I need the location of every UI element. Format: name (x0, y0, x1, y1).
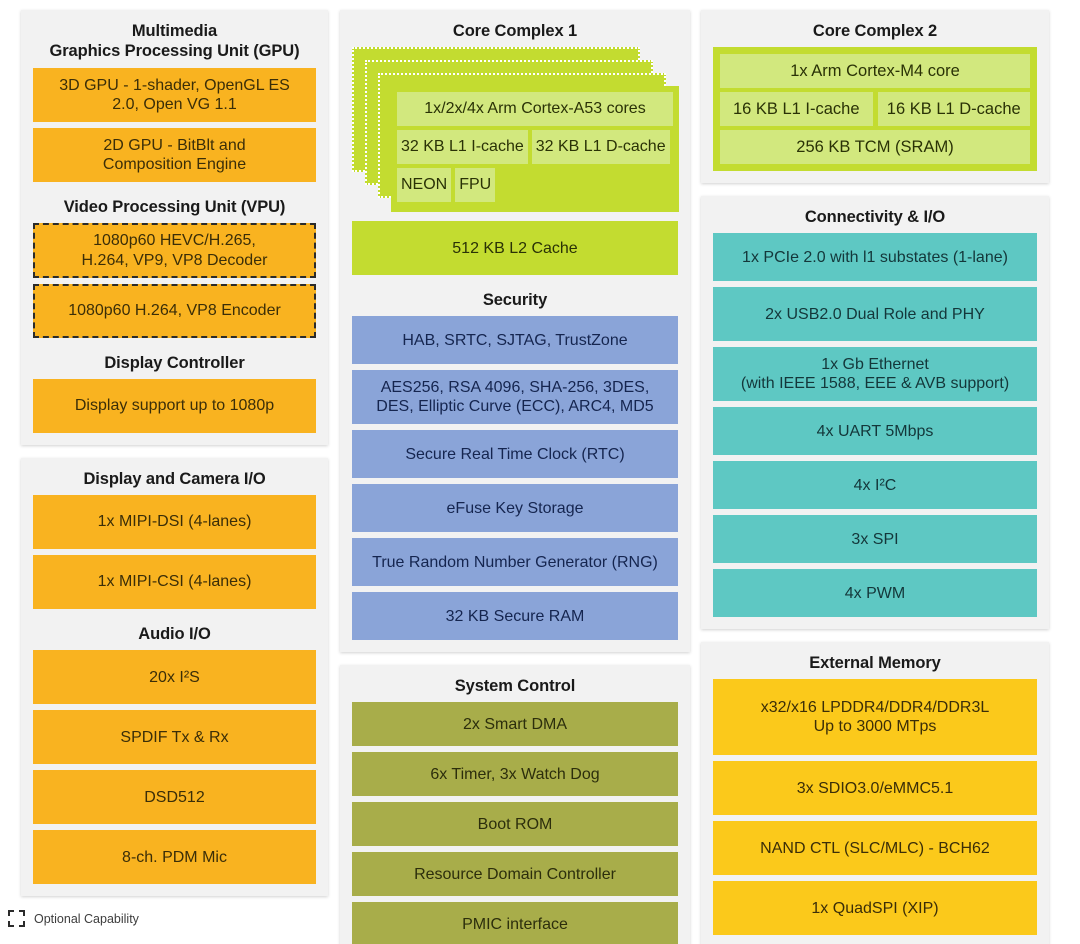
block-quadspi[interactable]: 1x QuadSPI (XIP) (713, 881, 1037, 936)
cell-fpu: FPU (455, 168, 496, 203)
legend: Optional Capability (8, 910, 139, 927)
block-i2s[interactable]: 20x I²S (33, 650, 316, 705)
panel-system-control: System Control 2x Smart DMA 6x Timer, 3x… (340, 665, 690, 944)
panel-title-connectivity-io: Connectivity & I/O (804, 208, 946, 227)
block-mipi-dsi[interactable]: 1x MIPI-DSI (4-lanes) (33, 495, 316, 549)
block-video-decoder[interactable]: 1080p60 HEVC/H.265, H.264, VP9, VP8 Deco… (33, 223, 316, 278)
subsection-title-display-controller: Display Controller (104, 353, 245, 372)
block-secure-ram[interactable]: 32 KB Secure RAM (352, 592, 678, 641)
core-complex-1-card-stack: 1x/2x/4x Arm Cortex-A53 cores 32 KB L1 I… (352, 47, 679, 213)
panel-display-camera-io: Display and Camera I/O 1x MIPI-DSI (4-la… (21, 457, 328, 897)
block-3d-gpu[interactable]: 3D GPU - 1-shader, OpenGL ES 2.0, Open V… (33, 68, 316, 123)
panel-core-complex-2: Core Complex 2 1x Arm Cortex-M4 core 16 … (701, 10, 1049, 184)
block-boot-rom[interactable]: Boot ROM (352, 802, 678, 847)
block-uart[interactable]: 4x UART 5Mbps (713, 407, 1037, 456)
block-spdif[interactable]: SPDIF Tx & Rx (33, 710, 316, 765)
panel-multimedia: Multimedia Graphics Processing Unit (GPU… (21, 10, 328, 445)
block-smart-dma[interactable]: 2x Smart DMA (352, 702, 678, 747)
block-mipi-csi[interactable]: 1x MIPI-CSI (4-lanes) (33, 555, 316, 609)
block-hab-srtc[interactable]: HAB, SRTC, SJTAG, TrustZone (352, 316, 678, 365)
cell-m4-core: 1x Arm Cortex-M4 core (720, 54, 1030, 89)
block-efuse-key-storage[interactable]: eFuse Key Storage (352, 484, 678, 533)
cell-neon: NEON (397, 168, 452, 203)
panel-title-core-complex-2: Core Complex 2 (812, 22, 938, 40)
block-usb2[interactable]: 2x USB2.0 Dual Role and PHY (713, 287, 1037, 342)
cell-m4-dcache: 16 KB L1 D-cache (877, 92, 1030, 127)
block-spi[interactable]: 3x SPI (713, 515, 1037, 564)
panel-title-display-camera-io: Display and Camera I/O (83, 469, 266, 488)
block-crypto-algorithms[interactable]: AES256, RSA 4096, SHA-256, 3DES, DES, El… (352, 370, 678, 425)
panel-core-complex-1: Core Complex 1 1x/2x/4x Arm Cortex-A53 c… (340, 10, 690, 653)
block-secure-rtc[interactable]: Secure Real Time Clock (RTC) (352, 430, 678, 479)
block-sdio-emmc[interactable]: 3x SDIO3.0/eMMC5.1 (713, 761, 1037, 816)
block-2d-gpu[interactable]: 2D GPU - BitBlt and Composition Engine (33, 128, 316, 183)
block-resource-domain-controller[interactable]: Resource Domain Controller (352, 852, 678, 897)
core-complex-2-card[interactable]: 1x Arm Cortex-M4 core 16 KB L1 I-cache 1… (713, 47, 1037, 172)
cell-l1-dcache: 32 KB L1 D-cache (531, 130, 670, 165)
cell-m4-icache: 16 KB L1 I-cache (720, 92, 873, 127)
panel-title-core-complex-1: Core Complex 1 (452, 22, 578, 40)
subsection-title-audio-io: Audio I/O (138, 625, 211, 643)
subsection-title-vpu: Video Processing Unit (VPU) (63, 198, 286, 217)
column-middle: Core Complex 1 1x/2x/4x Arm Cortex-A53 c… (340, 10, 690, 944)
panel-title-security: Security (482, 291, 548, 310)
cell-tcm-sram: 256 KB TCM (SRAM) (720, 130, 1030, 165)
title-line-multimedia: Multimedia (131, 22, 218, 40)
panel-title-external-memory: External Memory (809, 654, 941, 673)
block-lpddr4[interactable]: x32/x16 LPDDR4/DDR4/DDR3L Up to 3000 MTp… (713, 679, 1037, 756)
title-line-gpu: Graphics Processing Unit (GPU) (49, 42, 300, 61)
row-m4-caches: 16 KB L1 I-cache 16 KB L1 D-cache (720, 92, 1030, 127)
row-l1-caches: 32 KB L1 I-cache 32 KB L1 D-cache (397, 130, 673, 165)
block-nand-ctl[interactable]: NAND CTL (SLC/MLC) - BCH62 (713, 821, 1037, 876)
row-neon-fpu: NEON FPU (397, 168, 673, 203)
dashed-square-icon (8, 910, 25, 927)
block-video-encoder[interactable]: 1080p60 H.264, VP8 Encoder (33, 283, 316, 338)
cell-a53-cores: 1x/2x/4x Arm Cortex-A53 cores (397, 92, 673, 127)
column-left: Multimedia Graphics Processing Unit (GPU… (21, 10, 328, 909)
block-pdm-mic[interactable]: 8-ch. PDM Mic (33, 830, 316, 885)
core-card-front[interactable]: 1x/2x/4x Arm Cortex-A53 cores 32 KB L1 I… (391, 86, 679, 213)
block-pcie[interactable]: 1x PCIe 2.0 with l1 substates (1-lane) (713, 233, 1037, 282)
column-right: Core Complex 2 1x Arm Cortex-M4 core 16 … (701, 10, 1049, 944)
panel-connectivity-io: Connectivity & I/O 1x PCIe 2.0 with l1 s… (701, 196, 1049, 630)
block-display-support[interactable]: Display support up to 1080p (33, 378, 316, 433)
block-gb-ethernet[interactable]: 1x Gb Ethernet (with IEEE 1588, EEE & AV… (713, 347, 1037, 402)
block-l2-cache[interactable]: 512 KB L2 Cache (352, 221, 678, 276)
legend-label: Optional Capability (34, 911, 139, 926)
block-pmic-interface[interactable]: PMIC interface (352, 902, 678, 944)
panel-title-multimedia: Multimedia Graphics Processing Unit (GPU… (33, 18, 316, 68)
block-i2c[interactable]: 4x I²C (713, 461, 1037, 510)
panel-external-memory: External Memory x32/x16 LPDDR4/DDR4/DDR3… (701, 642, 1049, 944)
block-timer-watchdog[interactable]: 6x Timer, 3x Watch Dog (352, 752, 678, 797)
block-pwm[interactable]: 4x PWM (713, 569, 1037, 618)
panel-title-system-control: System Control (454, 677, 576, 696)
block-dsd512[interactable]: DSD512 (33, 770, 316, 825)
block-trng[interactable]: True Random Number Generator (RNG) (352, 538, 678, 587)
cell-l1-icache: 32 KB L1 I-cache (397, 130, 528, 165)
